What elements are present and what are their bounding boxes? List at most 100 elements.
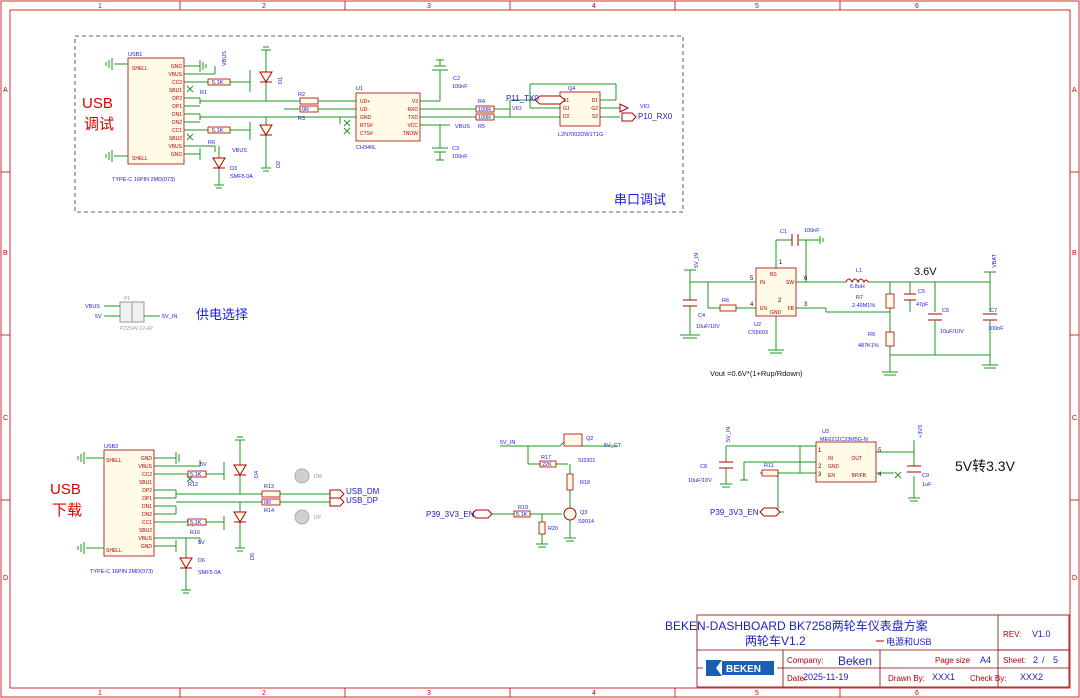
net-5v-in: 5V_IN: [694, 253, 700, 268]
resistor-r11: R11: [761, 463, 779, 477]
svg-text:DP: DP: [314, 515, 322, 521]
sheet-number: 2: [1033, 655, 1038, 665]
row-marker: D: [3, 575, 8, 582]
vbus-net: VBUS: [232, 148, 247, 154]
svg-text:R12: R12: [188, 482, 198, 488]
capacitor-c6: C6 10uF/10V: [928, 308, 964, 335]
svg-text:2.49M1%: 2.49M1%: [852, 303, 875, 309]
capacitor-c4: C4 10uF/10V: [683, 299, 720, 330]
rev-value: V1.0: [1032, 629, 1051, 639]
pin-label: SBU2: [139, 528, 152, 534]
col-marker: 1: [98, 3, 102, 10]
svg-text:R2: R2: [298, 92, 305, 98]
port-p11-tx0: P11_TX0: [506, 94, 566, 105]
check-by-label: Check By:: [970, 674, 1006, 683]
svg-text:U1: U1: [356, 86, 363, 92]
buck-pin-number: 6: [804, 276, 808, 282]
pin-label: CC1: [142, 520, 152, 526]
ldo-pin-number: 5: [878, 448, 882, 454]
page-size-value: A4: [980, 655, 991, 665]
sheet-name: 两轮车V1.2: [745, 633, 806, 648]
svg-text:PZ254V-12-4P: PZ254V-12-4P: [120, 326, 153, 332]
svg-text:R7: R7: [856, 295, 863, 301]
svg-text:R1: R1: [200, 90, 207, 96]
usb2-connector: USB2 SHELL SHELL GNDVBUSCC2SBU1DP2DP1DN1…: [90, 444, 155, 575]
sheet-subtitle: 电源和USB: [886, 636, 932, 647]
svg-text:R18: R18: [580, 480, 590, 486]
vbus-net: VBUS: [222, 51, 228, 66]
resistor-r6: 5.1K R6: [207, 126, 231, 146]
svg-text:0R: 0R: [302, 107, 309, 113]
pin-label: GND: [141, 544, 153, 550]
buck-pin-label: BS: [770, 272, 777, 278]
svg-text:CS5603: CS5603: [748, 330, 768, 336]
pin-label: CC1: [172, 128, 182, 134]
usb-download-label-2: 下载: [52, 502, 82, 519]
capacitor-c9: C9 1uF: [907, 465, 932, 488]
buck-pin-label: FB: [788, 306, 795, 312]
col-marker: 6: [915, 3, 919, 10]
resistor-r2: R2: [298, 92, 319, 105]
capacitor-c5: C5 47pF: [904, 289, 929, 308]
svg-text:D2: D2: [276, 161, 282, 168]
svg-text:P39_3V3_EN: P39_3V3_EN: [426, 510, 475, 519]
ch340-wires: [284, 59, 476, 161]
svg-text:D3: D3: [230, 166, 237, 172]
serial-debug-label: 串口调试: [614, 192, 666, 207]
buck-pin-number: 5: [750, 276, 754, 282]
svg-text:P10_RX0: P10_RX0: [638, 112, 673, 121]
resistor-r14: 0R R14: [261, 498, 281, 514]
usb1-ref: USB1: [128, 52, 142, 58]
capacitor-c7: C7 100nF: [983, 308, 1004, 332]
svg-text:C1: C1: [780, 229, 787, 235]
pin-label: RXD: [407, 107, 418, 113]
capacitor-c1: C1 100nF: [780, 228, 824, 246]
net-5v: 5V: [200, 462, 207, 468]
svg-text:DM: DM: [314, 474, 322, 480]
capacitor-c8: C8 10uF/10V: [688, 461, 733, 484]
svg-text:U3: U3: [822, 429, 829, 435]
usb1-wires: [184, 60, 360, 160]
net-5v: 5V: [198, 540, 205, 546]
ldo-pin-number: 1: [818, 448, 822, 454]
pin-label: S2: [592, 114, 598, 120]
svg-text:USB_DM: USB_DM: [346, 487, 380, 496]
row-marker: B: [1072, 250, 1077, 257]
buck-pin-number: 2: [778, 298, 782, 304]
svg-text:5.1K: 5.1K: [212, 80, 224, 86]
svg-text:0R: 0R: [264, 500, 271, 506]
check-by-value: XXX2: [1020, 672, 1043, 682]
svg-text:Q2: Q2: [586, 436, 593, 442]
svg-text:S9014: S9014: [578, 519, 594, 525]
pin-label: GND: [360, 115, 372, 121]
net-3v3: +3V3: [918, 425, 924, 438]
svg-text:P1: P1: [124, 296, 130, 302]
esd-diode-d4: D4: [233, 436, 260, 494]
pin-label: TXD: [408, 115, 418, 121]
svg-text:C6: C6: [942, 308, 949, 314]
pmos-q2: Q2 SI2301: [563, 433, 595, 464]
port-p39-en-2: P39_3V3_EN: [710, 507, 781, 517]
svg-text:ME6211C33M5G-N: ME6211C33M5G-N: [820, 437, 868, 443]
svg-text:5.1K: 5.1K: [516, 512, 528, 518]
svg-text:C7: C7: [990, 308, 997, 314]
pin-label: SBU1: [169, 88, 182, 94]
inductor-l1: L1 6.8uH: [845, 268, 869, 290]
buck-pin-label: IN: [760, 280, 765, 286]
svg-text:R17: R17: [541, 455, 551, 461]
usb-debug-label: USB: [82, 95, 113, 112]
svg-text:R14: R14: [264, 508, 274, 514]
c2-value: 100nF: [452, 84, 468, 90]
pin-label: V3: [412, 99, 418, 105]
vbat-net: VBAT: [992, 253, 998, 268]
buck-pin-number: 1: [779, 260, 783, 266]
pin-label: SBU2: [169, 136, 182, 142]
col-marker: 2: [262, 690, 266, 697]
pin-label: UD+: [360, 99, 370, 105]
page-size-label: Page size: [935, 656, 971, 665]
svg-text:TYPE-C 16PIN 2MD(073): TYPE-C 16PIN 2MD(073): [90, 569, 153, 575]
svg-text:Q3: Q3: [580, 510, 587, 516]
pin-label: CTS#: [360, 131, 373, 137]
